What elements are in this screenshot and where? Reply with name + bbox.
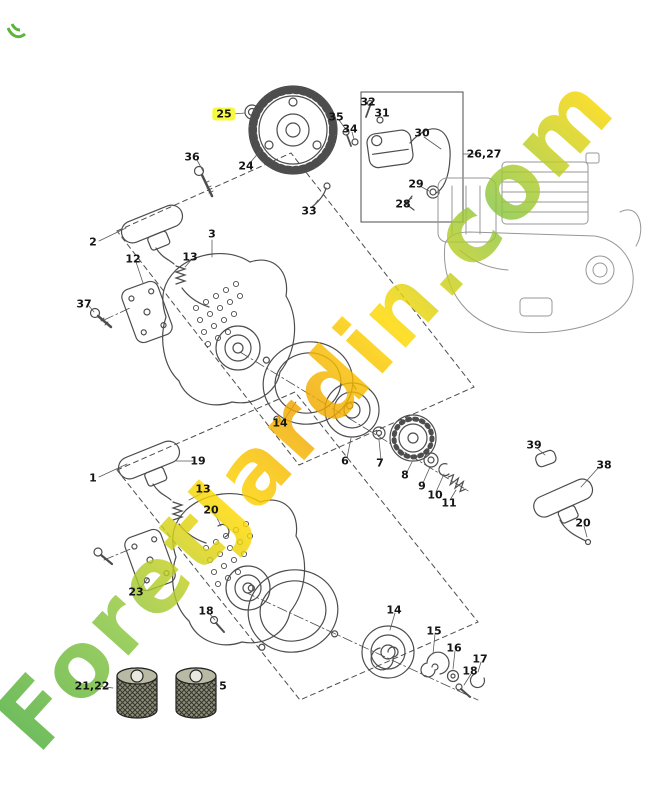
part-label-18: 18 bbox=[198, 604, 214, 618]
part-label-11: 11 bbox=[441, 496, 457, 510]
fan-ring-lower bbox=[239, 560, 347, 662]
fan-ring-upper bbox=[262, 341, 354, 425]
part-label-28: 28 bbox=[395, 197, 411, 211]
part-label-1: 1 bbox=[89, 471, 97, 485]
rope-spring bbox=[174, 265, 187, 285]
starter-rope bbox=[155, 247, 175, 265]
part-label-17: 17 bbox=[472, 652, 488, 666]
fuel-filter-right bbox=[175, 667, 217, 719]
flywheel bbox=[248, 85, 338, 175]
fuel-hose bbox=[409, 128, 451, 194]
part-label-14: 14 bbox=[386, 603, 402, 617]
screw-18-mid bbox=[209, 615, 225, 633]
part-label-7: 7 bbox=[376, 456, 384, 470]
engine-assembly bbox=[437, 152, 642, 334]
part-label-35: 35 bbox=[328, 110, 344, 124]
carb-assembly-box bbox=[360, 91, 464, 223]
rope-guide-lower bbox=[217, 523, 230, 538]
screw-36 bbox=[193, 165, 214, 198]
part-label-14: 14 bbox=[272, 416, 288, 430]
starter-handle-right bbox=[533, 478, 594, 546]
spring-11 bbox=[447, 473, 466, 493]
brand-mark bbox=[6, 23, 26, 39]
part-label-8: 8 bbox=[401, 468, 409, 482]
part-label-39: 39 bbox=[526, 438, 542, 452]
clip-10 bbox=[438, 463, 450, 477]
part-label-15: 15 bbox=[426, 624, 442, 638]
part-label-37: 37 bbox=[76, 297, 92, 311]
lower-assembly-box bbox=[116, 391, 479, 701]
part-label-30: 30 bbox=[414, 126, 430, 140]
part-label-25: 25 bbox=[212, 107, 236, 121]
recoil-pulley-lower bbox=[361, 625, 415, 679]
clutch-drum bbox=[389, 414, 437, 462]
screw-37 bbox=[89, 307, 113, 329]
washer-9 bbox=[423, 452, 439, 468]
part-label-21-22: 21,22 bbox=[74, 679, 110, 693]
part-label-20: 20 bbox=[575, 516, 591, 530]
lever-33 bbox=[311, 182, 331, 208]
fuel-filter-left bbox=[116, 667, 158, 719]
part-label-6: 6 bbox=[341, 454, 349, 468]
upper-assembly-box bbox=[116, 152, 475, 466]
part-label-13: 13 bbox=[195, 482, 211, 496]
part-label-23: 23 bbox=[128, 585, 144, 599]
part-label-24: 24 bbox=[238, 159, 254, 173]
rope-pulley bbox=[324, 382, 380, 438]
part-label-18: 18 bbox=[462, 664, 478, 678]
part-label-38: 38 bbox=[596, 458, 612, 472]
part-label-5: 5 bbox=[219, 679, 227, 693]
flywheel-nut bbox=[244, 104, 260, 120]
part-label-34: 34 bbox=[342, 122, 358, 136]
fuel-tank bbox=[366, 129, 414, 169]
washer-7 bbox=[372, 426, 386, 440]
part-label-32: 32 bbox=[360, 95, 376, 109]
part-label-19: 19 bbox=[190, 454, 206, 468]
part-label-9: 9 bbox=[418, 479, 426, 493]
screw-lower-left bbox=[93, 547, 114, 566]
clip-17 bbox=[469, 673, 486, 689]
screw-18-bottom bbox=[455, 683, 471, 698]
washer-16 bbox=[446, 669, 460, 683]
leader-lines bbox=[88, 112, 600, 689]
grip-cap-39 bbox=[535, 449, 557, 468]
gasket-upper bbox=[121, 280, 173, 344]
starter-cover-upper bbox=[162, 252, 296, 406]
elbow-28 bbox=[405, 195, 415, 211]
part-label-13: 13 bbox=[182, 250, 198, 264]
part-label-3: 3 bbox=[208, 227, 216, 241]
starter-rope-right bbox=[559, 519, 587, 542]
starter-handle-upper bbox=[120, 204, 210, 308]
part-label-26-27: 26,27 bbox=[466, 147, 502, 161]
part-label-29: 29 bbox=[408, 177, 424, 191]
part-label-16: 16 bbox=[446, 641, 462, 655]
part-label-36: 36 bbox=[184, 150, 200, 164]
exploded-drawing bbox=[88, 85, 642, 719]
part-label-10: 10 bbox=[427, 488, 443, 502]
washer-31 bbox=[376, 116, 384, 124]
rewind-spring-15 bbox=[420, 651, 450, 678]
part-label-31: 31 bbox=[374, 106, 390, 120]
part-label-33: 33 bbox=[301, 204, 317, 218]
grommet-29 bbox=[426, 185, 440, 199]
part-label-2: 2 bbox=[89, 235, 97, 249]
part-label-12: 12 bbox=[125, 252, 141, 266]
part-label-20: 20 bbox=[203, 503, 219, 517]
